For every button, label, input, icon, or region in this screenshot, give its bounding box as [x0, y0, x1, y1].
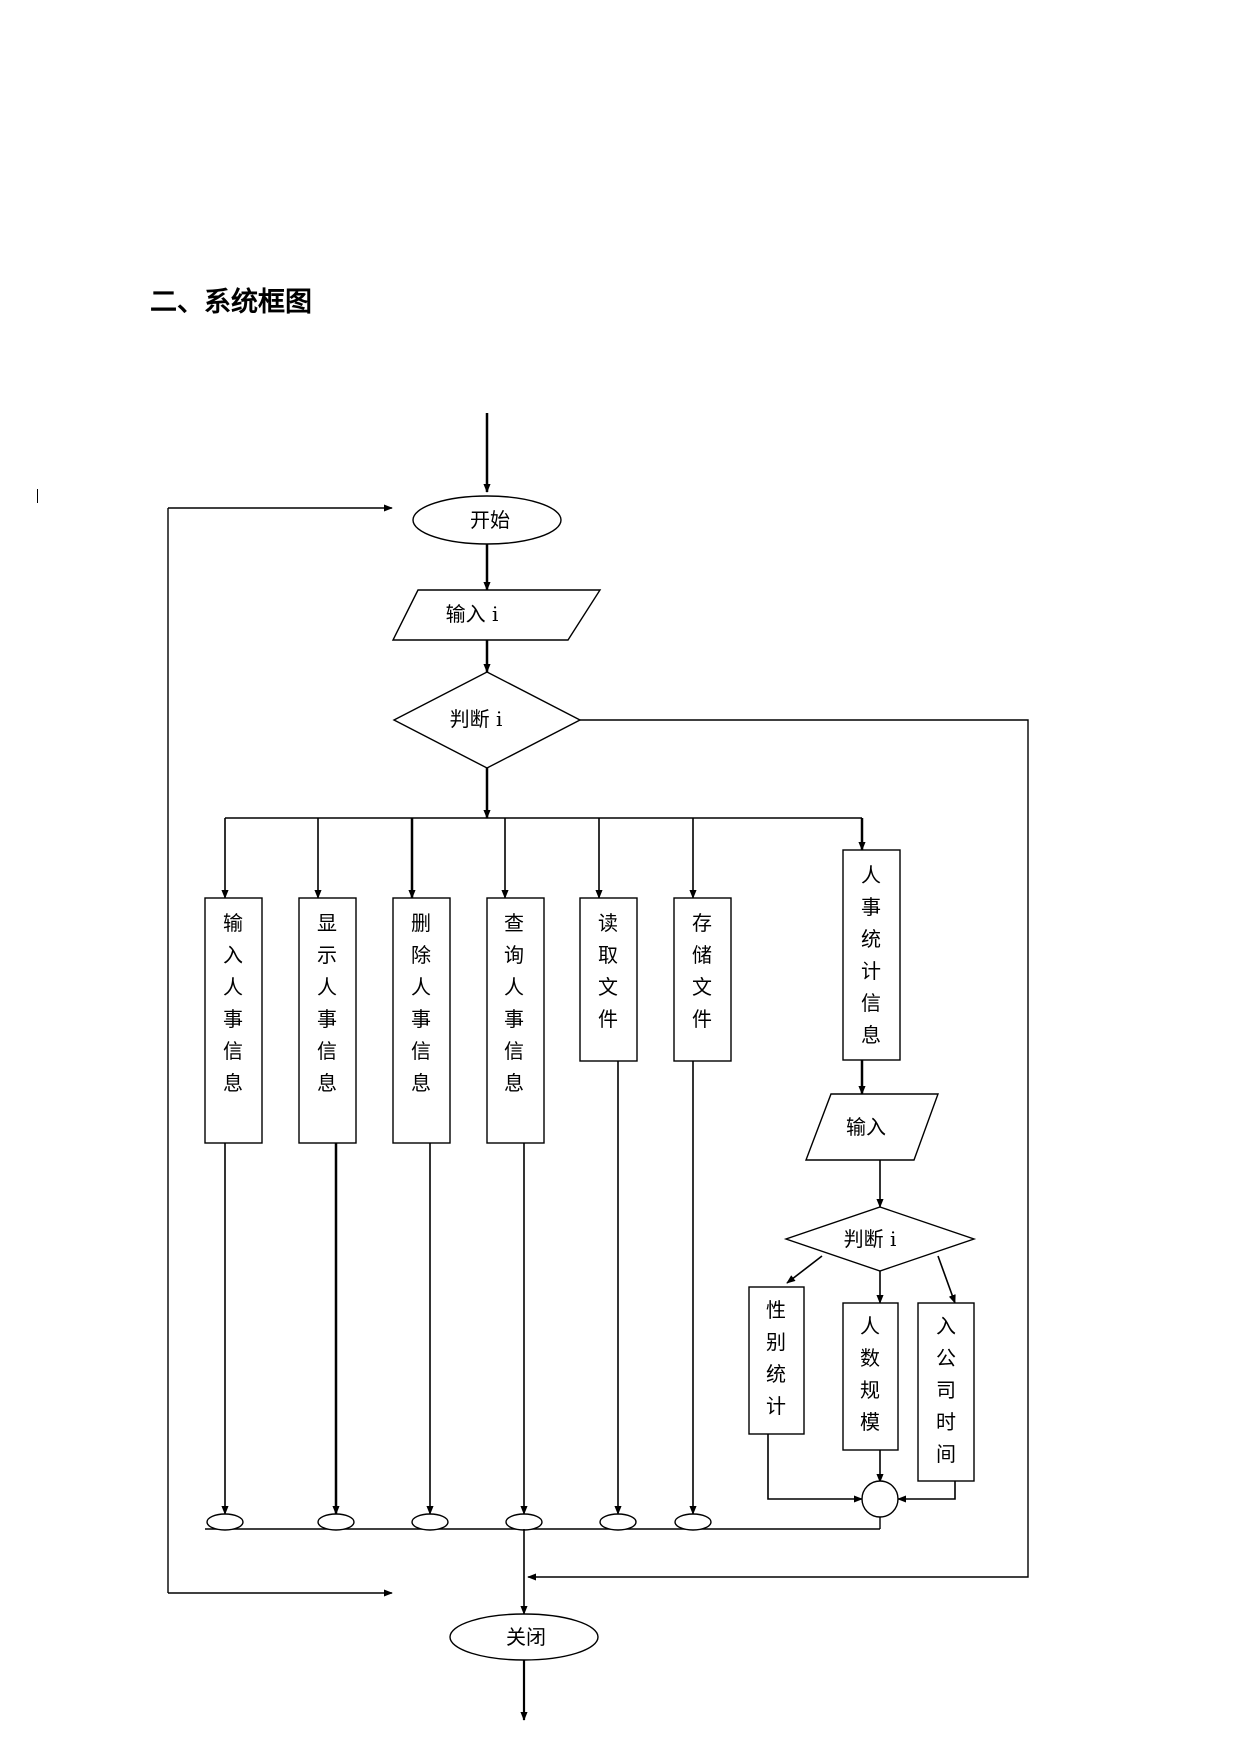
start-label: 开始	[470, 508, 510, 532]
junction-store	[674, 1513, 712, 1531]
junction-delete	[411, 1513, 449, 1531]
sub-box-headcount: 人数规模	[842, 1302, 899, 1451]
junction-read	[599, 1513, 637, 1531]
sub-box-gender: 性别统计	[748, 1286, 805, 1435]
branch-box-store-label: 存储文件	[692, 911, 712, 1031]
section-heading: 二、系统框图	[150, 287, 312, 318]
input-i-label: 输入 i	[446, 602, 499, 626]
bypass-right	[527, 719, 1029, 1581]
decision-stats-label: 判断 i	[844, 1227, 897, 1251]
sub-box-headcount-label: 人数规模	[860, 1314, 880, 1434]
branch-box-display-label: 显示人事信息	[317, 911, 337, 1095]
line-joindate-to-merge	[897, 1481, 956, 1503]
junction-query	[505, 1513, 543, 1531]
branch-box-stats: 人事统计信息	[842, 849, 901, 1061]
branch-box-input: 输入人事信息	[204, 897, 263, 1144]
branch-box-read: 读取文件	[579, 897, 638, 1062]
branch-box-delete-label: 删除人事信息	[411, 911, 431, 1095]
branch-box-display: 显示人事信息	[298, 897, 357, 1144]
decision-main-node: 判断 i	[392, 671, 582, 769]
branch-box-store: 存储文件	[673, 897, 732, 1062]
sub-box-joindate-label: 入公司时间	[936, 1314, 956, 1466]
decision-main-label: 判断 i	[450, 707, 503, 731]
line-gender-to-merge	[767, 1434, 863, 1503]
margin-mark	[37, 489, 38, 503]
decision-stats-node: 判断 i	[783, 1206, 977, 1272]
branch-box-stats-label: 人事统计信息	[861, 863, 881, 1047]
sub-box-gender-label: 性别统计	[766, 1298, 786, 1418]
branch-box-input-label: 输入人事信息	[223, 911, 243, 1095]
branch-box-read-label: 读取文件	[598, 911, 618, 1031]
junction-input	[206, 1513, 244, 1531]
sub-box-joindate: 入公司时间	[917, 1302, 975, 1482]
close-label: 关闭	[506, 1625, 546, 1649]
stats-input-node: 输入	[804, 1093, 939, 1161]
start-node: 开始	[412, 495, 562, 545]
arrow-decision-to-joindate	[937, 1255, 956, 1304]
branch-box-query: 查询人事信息	[486, 897, 545, 1144]
close-node: 关闭	[449, 1613, 599, 1661]
branch-box-query-label: 查询人事信息	[504, 911, 524, 1095]
stats-merge-connector	[861, 1480, 899, 1518]
junction-display	[317, 1513, 355, 1531]
branch-box-delete: 删除人事信息	[392, 897, 451, 1144]
arrow-decision-to-gender	[786, 1255, 823, 1284]
stats-input-label: 输入	[846, 1115, 886, 1139]
input-i-node: 输入 i	[391, 589, 602, 641]
